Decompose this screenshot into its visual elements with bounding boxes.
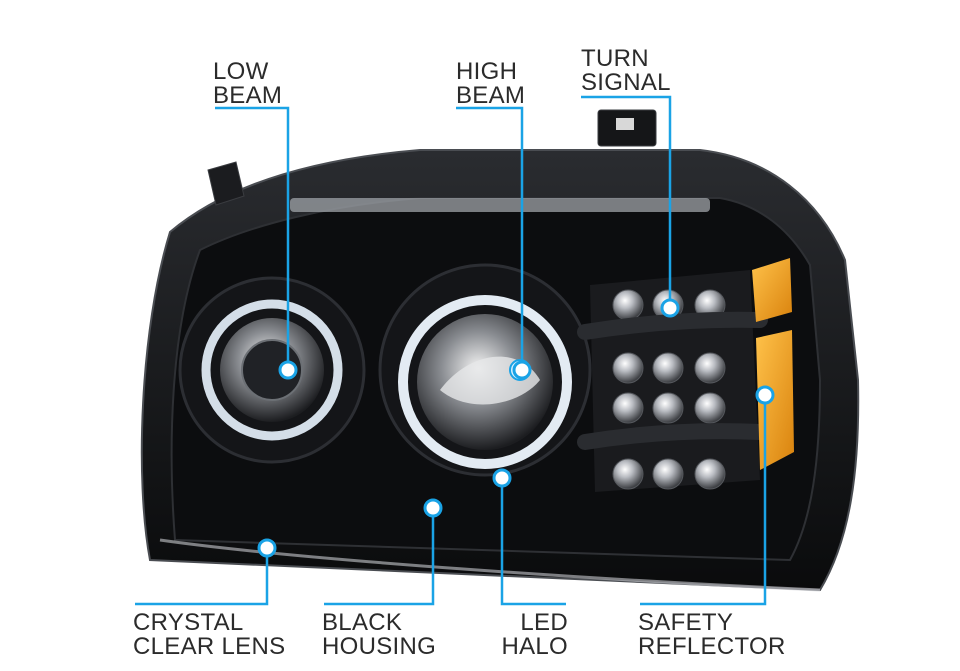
led-bulb-2-2 — [694, 392, 726, 424]
led-bulb-2-1 — [652, 392, 684, 424]
label-low-beam-line2: BEAM — [213, 82, 283, 109]
label-led-halo-line1: LED — [520, 609, 568, 636]
label-safety-reflector-line1: SAFETY — [638, 609, 734, 636]
callout-line-high-beam — [456, 106, 524, 370]
callout-dot-safety-reflector — [755, 385, 775, 405]
label-turn-signal: TURN SIGNAL — [581, 47, 671, 95]
callout-line-safety-reflector — [640, 395, 767, 606]
led-bulb-1-0 — [612, 352, 644, 384]
callout-line-turn-signal — [581, 95, 672, 308]
callout-dot-low-beam — [278, 360, 298, 380]
callout-lines — [135, 95, 775, 606]
label-safety-reflector: SAFETY REFLECTOR — [638, 611, 786, 659]
led-bulb-3-0 — [612, 458, 644, 490]
led-bulb-0-0 — [612, 289, 644, 321]
label-turn-signal-line1: TURN — [581, 45, 649, 72]
led-divider-bar-1 — [577, 423, 768, 450]
label-crystal-clear-lens-line2: CLEAR LENS — [133, 633, 286, 660]
label-turn-signal-line2: SIGNAL — [581, 69, 671, 96]
label-black-housing-line1: BLACK — [322, 609, 403, 636]
callout-dot-crystal-clear-lens — [257, 538, 277, 558]
label-low-beam-line1: LOW — [213, 58, 269, 85]
high-beam-projector — [378, 263, 592, 477]
callout-dot-high-beam — [512, 360, 532, 380]
led-bulb-2-0 — [612, 392, 644, 424]
led-bulb-3-2 — [694, 458, 726, 490]
label-led-halo-line2: HALO — [501, 633, 568, 660]
callout-line-black-housing — [324, 508, 435, 606]
label-safety-reflector-line2: REFLECTOR — [638, 633, 786, 660]
label-high-beam: HIGH BEAM — [456, 60, 525, 108]
callout-dot-black-housing — [423, 498, 443, 518]
callout-dot-led-halo — [492, 468, 512, 488]
lens-edge — [159, 538, 821, 592]
label-high-beam-line1: HIGH — [456, 58, 518, 85]
callout-line-crystal-clear-lens — [135, 548, 269, 606]
label-black-housing: BLACK HOUSING — [322, 611, 436, 659]
label-low-beam: LOW BEAM — [213, 60, 282, 108]
label-black-housing-line2: HOUSING — [322, 633, 437, 660]
label-crystal-clear-lens: CRYSTAL CLEAR LENS — [133, 611, 285, 659]
low-beam-projector — [178, 276, 366, 464]
led-divider-bar-0 — [577, 311, 768, 340]
label-crystal-clear-lens-line1: CRYSTAL — [133, 609, 244, 636]
connector-tab — [597, 109, 657, 147]
callout-line-low-beam — [215, 106, 290, 370]
label-led-halo: LED HALO — [490, 611, 568, 659]
led-bulb-1-2 — [694, 352, 726, 384]
callout-line-led-halo — [500, 478, 566, 606]
label-high-beam-line2: BEAM — [456, 82, 526, 109]
led-bulb-1-1 — [652, 352, 684, 384]
led-bulb-3-1 — [652, 458, 684, 490]
callout-dot-turn-signal — [660, 298, 680, 318]
